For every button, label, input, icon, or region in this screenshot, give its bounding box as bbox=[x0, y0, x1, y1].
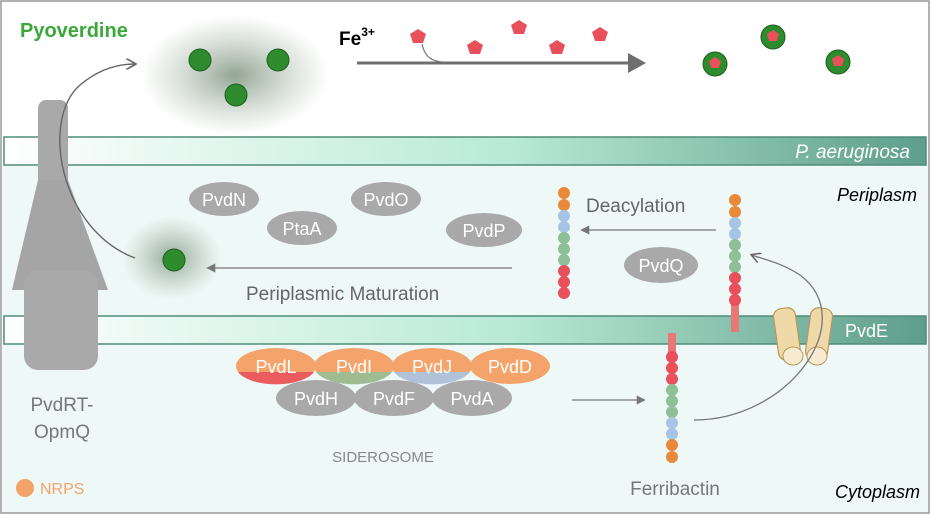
iron-ions bbox=[410, 20, 608, 54]
inner-membrane bbox=[3, 315, 927, 345]
fe-superscript: 3+ bbox=[361, 25, 375, 39]
cytoplasm-label: Cytoplasm bbox=[835, 482, 920, 502]
enzyme-pvdo: PvdO bbox=[363, 190, 408, 210]
organism-label: P. aeruginosa bbox=[795, 142, 910, 163]
enzyme-pvdp: PvdP bbox=[462, 221, 505, 241]
nrps-legend-label: NRPS bbox=[40, 481, 84, 498]
acylated-precursor-chain bbox=[729, 194, 741, 332]
export-arrow bbox=[59, 64, 135, 259]
pvdrt-opmq-transporter bbox=[12, 100, 108, 370]
enzyme-pvdf: PvdF bbox=[373, 389, 415, 409]
enzyme-pvdh: PvdH bbox=[294, 389, 338, 409]
enzyme-pvdi: PvdI bbox=[336, 357, 372, 377]
pyoverdine-label: Pyoverdine bbox=[20, 20, 128, 42]
enzyme-pvda: PvdA bbox=[450, 389, 493, 409]
nrps-enzymes bbox=[236, 348, 550, 385]
tailoring-enzymes bbox=[276, 380, 512, 416]
periplasm-enzymes bbox=[189, 182, 698, 283]
outer-membrane bbox=[3, 136, 927, 166]
secreted-pyoverdine-cluster bbox=[140, 15, 330, 135]
enzyme-pvdj: PvdJ bbox=[412, 357, 452, 377]
pvde-export-arrow bbox=[693, 255, 823, 421]
fe-label: Fe3+ bbox=[339, 25, 375, 50]
periplasmic-maturation-label: Periplasmic Maturation bbox=[246, 284, 439, 305]
pvde-label: PvdE bbox=[845, 321, 888, 341]
pvdrt-label-line1: PvdRT- bbox=[30, 395, 93, 416]
ferribactin-chain bbox=[666, 333, 678, 463]
enzyme-pvdl: PvdL bbox=[255, 357, 296, 377]
enzyme-pvdn: PvdN bbox=[202, 190, 246, 210]
periplasm-label: Periplasm bbox=[837, 185, 917, 205]
iron-capture-curve bbox=[421, 43, 451, 64]
ferripyoverdine-complexes bbox=[702, 24, 851, 77]
nrps-legend-dot bbox=[16, 479, 34, 497]
deacylated-precursor-chain bbox=[558, 187, 570, 299]
deacylation-label: Deacylation bbox=[586, 196, 685, 217]
enzyme-ptaa: PtaA bbox=[282, 219, 321, 239]
periplasmic-pyoverdine bbox=[122, 216, 222, 300]
enzyme-pvdd: PvdD bbox=[488, 357, 532, 377]
siderosome-label: SIDEROSOME bbox=[332, 449, 434, 466]
enzyme-pvdq: PvdQ bbox=[638, 256, 683, 276]
ferribactin-label: Ferribactin bbox=[630, 479, 720, 500]
pvdrt-label-line2: OpmQ bbox=[34, 422, 90, 443]
pvde-transporter bbox=[772, 307, 834, 366]
